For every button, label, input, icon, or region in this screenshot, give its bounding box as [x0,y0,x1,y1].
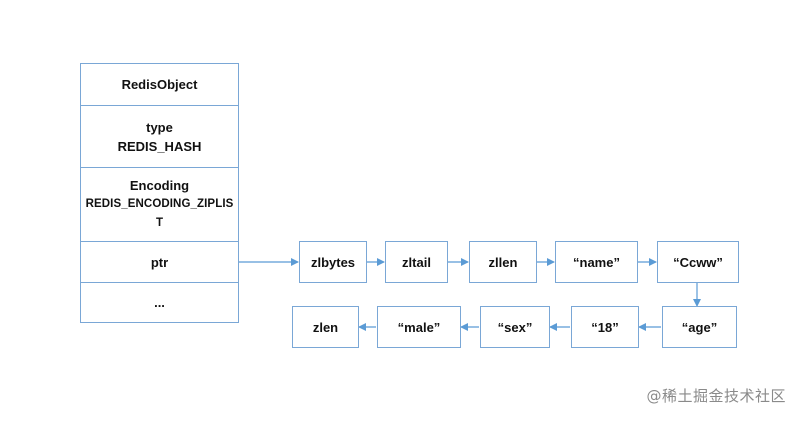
watermark: @稀土掘金技术社区 [646,387,786,405]
ziplist-node-18: “18” [571,306,639,348]
ziplist-node-ccww: “Ccww” [657,241,739,283]
type-value: REDIS_HASH [117,138,202,154]
redis-object-title-cell: RedisObject [81,64,238,106]
ziplist-node-zlen: zlen [292,306,359,348]
ziplist-node-zlbytes: zlbytes [299,241,367,283]
type-label: type [146,119,173,135]
encoding-cell: Encoding REDIS_ENCODING_ZIPLIS T [81,168,238,242]
ptr-cell: ptr [81,242,238,283]
ziplist-node-age: “age” [662,306,737,348]
redis-object-table: RedisObject type REDIS_HASH Encoding RED… [80,63,239,323]
encoding-value-line2: T [155,217,164,229]
ziplist-node-male: “male” [377,306,461,348]
encoding-label: Encoding [129,178,190,193]
ziplist-node-zllen: zllen [469,241,537,283]
ptr-label: ptr [150,254,169,270]
more-cell: ... [81,283,238,322]
redis-object-title: RedisObject [121,77,198,92]
encoding-value-line1: REDIS_ENCODING_ZIPLIS [85,198,234,210]
more-label: ... [154,295,165,310]
ziplist-node-name: “name” [555,241,638,283]
ziplist-node-sex: “sex” [480,306,550,348]
ziplist-node-zltail: zltail [385,241,448,283]
type-cell: type REDIS_HASH [81,106,238,168]
